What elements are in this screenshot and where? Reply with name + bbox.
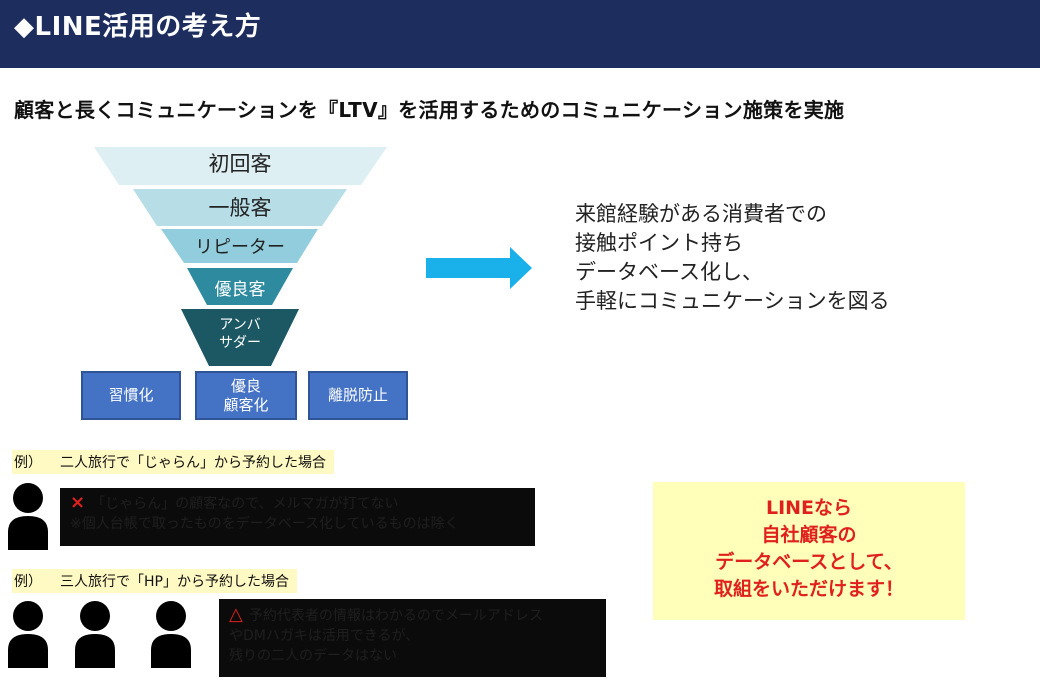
stage-churn-prevention: 離脱防止 <box>308 371 408 420</box>
funnel-label-repeater: リピーター <box>195 237 285 258</box>
funnel-label-loyal: 優良客 <box>214 280 266 300</box>
example-1-text: 二人旅行で「じゃらん」から予約した場合 <box>60 455 326 471</box>
example-2-note-line-1: 予約代表者の情報はわかるのでメールアドレス <box>248 608 543 624</box>
stage-loyal-conversion: 優良 顧客化 <box>195 371 297 420</box>
funnel-label-ambassador-1: アンバ <box>219 317 261 333</box>
person-icon <box>8 601 48 668</box>
funnel-label-ambassador-2: サダー <box>219 335 261 351</box>
line-callout: LINEなら 自社顧客の データベースとして、 取組をいただけます！ <box>653 482 965 620</box>
example-2-label: 例） 三人旅行で「HP」から予約した場合 <box>12 569 297 593</box>
example-2-text: 三人旅行で「HP」から予約した場合 <box>60 574 289 590</box>
subtitle: 顧客と長くコミュニケーションを『LTV』を活用するためのコミュニケーション施策を… <box>14 98 845 122</box>
right-arrow-icon <box>426 247 532 289</box>
triangle-mark-icon: △ <box>229 604 243 625</box>
description-line-1: 来館経験がある消費者での <box>575 202 827 226</box>
callout-line-1: LINEなら <box>765 497 853 519</box>
example-1-prefix: 例） <box>14 455 42 471</box>
person-icon <box>75 601 115 668</box>
example-2-note-line-3: 残りの二人のデータはない <box>229 648 397 664</box>
callout-line-4: 取組をいただけます！ <box>713 578 904 600</box>
stage-habituation-label: 習慣化 <box>108 386 154 405</box>
example-1-note: × 「じゃらん」の顧客なので、メルマガが打てない ※個人台帳で取ったものをデータベ… <box>60 488 535 546</box>
example-2-note: △ 予約代表者の情報はわかるのでメールアドレス やDMハガキは活用できるが、 残り… <box>219 599 606 677</box>
example-2-prefix: 例） <box>14 574 42 590</box>
description-line-3: データベース化し、 <box>575 260 763 284</box>
example-1-note-line-1: 「じゃらん」の顧客なので、メルマガが打てない <box>91 496 399 512</box>
stage-habituation: 習慣化 <box>81 371 181 420</box>
person-icon <box>8 483 48 550</box>
funnel-label-first-time: 初回客 <box>208 152 272 176</box>
page-title: ◆LINE活用の考え方 <box>14 12 262 42</box>
description-line-2: 接触ポイント持ち <box>575 231 743 255</box>
funnel-label-regular: 一般客 <box>208 196 272 220</box>
stage-loyal-label-2: 顧客化 <box>223 395 269 414</box>
stage-churn-label: 離脱防止 <box>327 386 388 405</box>
example-1-label: 例） 二人旅行で「じゃらん」から予約した場合 <box>12 450 334 474</box>
description-line-4: 手軽にコミュニケーションを図る <box>575 289 890 313</box>
callout-line-2: 自社顧客の <box>761 524 857 546</box>
cross-mark-icon: × <box>70 492 86 513</box>
example-1-note-line-2: ※個人台帳で取ったものをデータベース化しているものは除く <box>70 516 459 532</box>
header-bar: ◆LINE活用の考え方 <box>0 0 1040 68</box>
example-2-note-line-2: やDMハガキは活用できるが、 <box>229 628 420 644</box>
strategy-description: 来館経験がある消費者での 接触ポイント持ち データベース化し、 手軽にコミュニケ… <box>575 200 890 316</box>
person-icon <box>151 601 191 668</box>
stage-loyal-label-1: 優良 <box>230 376 261 395</box>
callout-line-3: データベースとして、 <box>715 551 903 573</box>
